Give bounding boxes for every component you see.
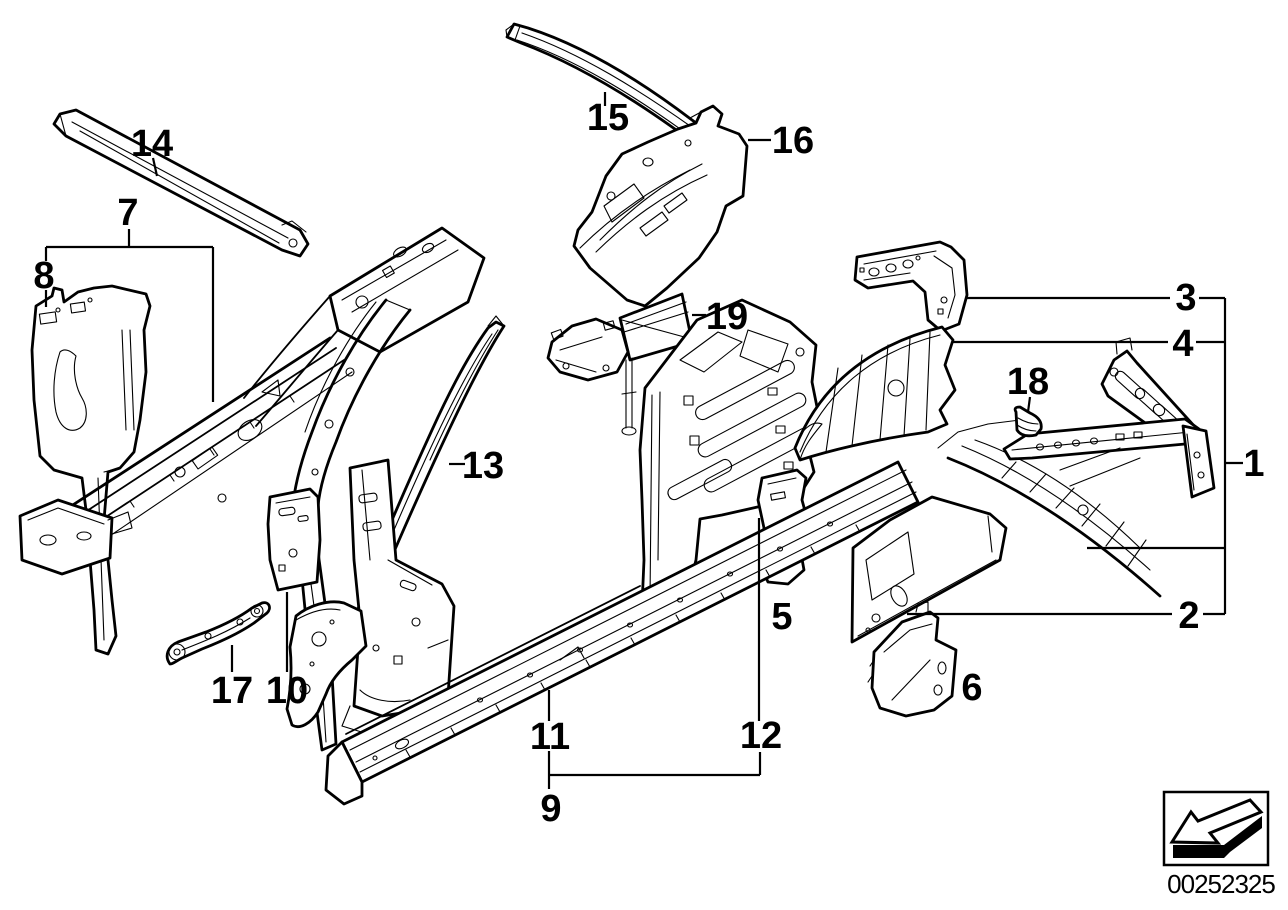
leader-line (151, 157, 159, 177)
part-label-13: 13 (462, 445, 504, 487)
part-label-11: 11 (530, 716, 570, 758)
part-folding-top-bracket (546, 292, 694, 436)
part-lower-pillar-bracket (266, 487, 322, 592)
leader-line (1026, 396, 1032, 413)
part-label-6: 6 (961, 667, 982, 709)
part-label-14: 14 (131, 123, 173, 165)
part-label-12: 12 (740, 715, 782, 757)
part-label-9: 9 (540, 788, 561, 830)
part-label-16: 16 (772, 120, 814, 162)
part-roof-frame-corner (572, 104, 749, 308)
part-label-17: 17 (211, 670, 253, 712)
diagram-code: 00252325 (1167, 869, 1275, 899)
part-front-side-frame-assembly (18, 226, 486, 752)
part-clip (1013, 405, 1043, 438)
part-strap-bracket (165, 601, 271, 666)
part-wheelhouse-outer (937, 419, 1162, 598)
direction-arrow-icon (1169, 798, 1264, 858)
part-label-18: 18 (1007, 361, 1049, 403)
part-label-8: 8 (33, 255, 54, 297)
footer: 00252325 (1162, 790, 1276, 899)
part-label-3: 3 (1175, 277, 1196, 319)
part-label-10: 10 (266, 670, 308, 712)
part-label-5: 5 (771, 596, 792, 638)
part-label-7: 7 (117, 192, 138, 234)
part-label-19: 19 (706, 296, 748, 338)
part-label-4: 4 (1172, 323, 1193, 365)
leader-lines (44, 92, 1243, 789)
part-wheel-arch-strip (793, 325, 957, 462)
part-label-15: 15 (587, 97, 629, 139)
part-windshield-frame-rail (52, 108, 310, 258)
part-hinge-pillar-inner (30, 284, 152, 656)
part-ribbed-panel (638, 298, 820, 620)
part-quarter-inner-assembly (1002, 337, 1216, 499)
part-label-1: 1 (1243, 443, 1264, 485)
part-bulkhead-bracket (867, 601, 958, 718)
part-sill-rocker-panel (285, 460, 920, 806)
part-l-bracket (853, 240, 969, 333)
part-rear-partition-panel (850, 495, 1008, 644)
part-label-2: 2 (1178, 595, 1199, 637)
